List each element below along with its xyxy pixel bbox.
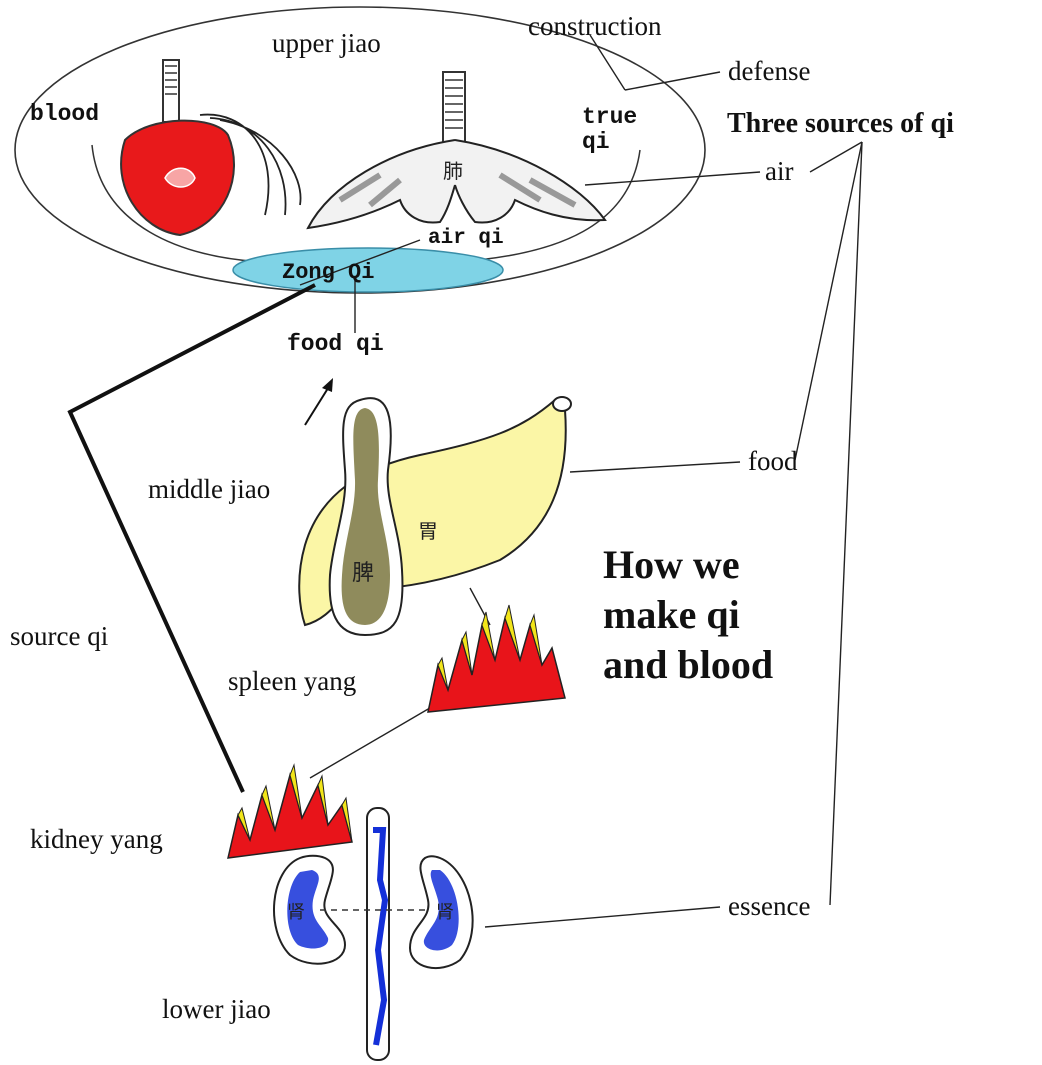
label-three-sources: Three sources of qi [727, 108, 954, 139]
arrow-icon [305, 378, 333, 425]
lung-glyph: 肺 [443, 159, 463, 183]
spleen-icon: 脾 [330, 398, 403, 635]
label-spleen-yang: spleen yang [228, 666, 356, 696]
spleen-yang-flame-icon [428, 605, 565, 712]
heart-icon [121, 60, 300, 235]
label-true-qi: qi [582, 129, 610, 155]
title-line-3: and blood [603, 642, 773, 687]
stomach-glyph: 胃 [418, 519, 438, 543]
spleen-glyph: 脾 [352, 561, 374, 586]
source-qi-line [70, 285, 315, 792]
label-true: true [582, 104, 637, 130]
kidney-left-glyph: 肾 [287, 902, 305, 923]
label-upper-jiao: upper jiao [272, 28, 381, 58]
label-air-qi: air qi [428, 227, 504, 250]
label-source-qi: source qi [10, 621, 108, 651]
label-middle-jiao: middle jiao [148, 474, 270, 504]
title-line-1: How we [603, 542, 740, 587]
label-blood: blood [30, 101, 99, 127]
label-zong-qi: Zong Qi [282, 260, 374, 285]
label-kidney-yang: kidney yang [30, 824, 163, 854]
label-lower-jiao: lower jiao [162, 994, 271, 1024]
label-essence: essence [728, 891, 810, 921]
title-line-2: make qi [603, 592, 740, 637]
label-defense: defense [728, 56, 810, 86]
label-food: food [748, 446, 798, 476]
label-food-qi: food qi [287, 331, 384, 357]
kidney-right-glyph: 肾 [436, 902, 454, 923]
label-air: air [765, 156, 793, 186]
label-construction: construction [528, 11, 662, 41]
lung-icon: 肺 [308, 72, 605, 228]
kidney-yang-flame-icon [228, 765, 352, 858]
